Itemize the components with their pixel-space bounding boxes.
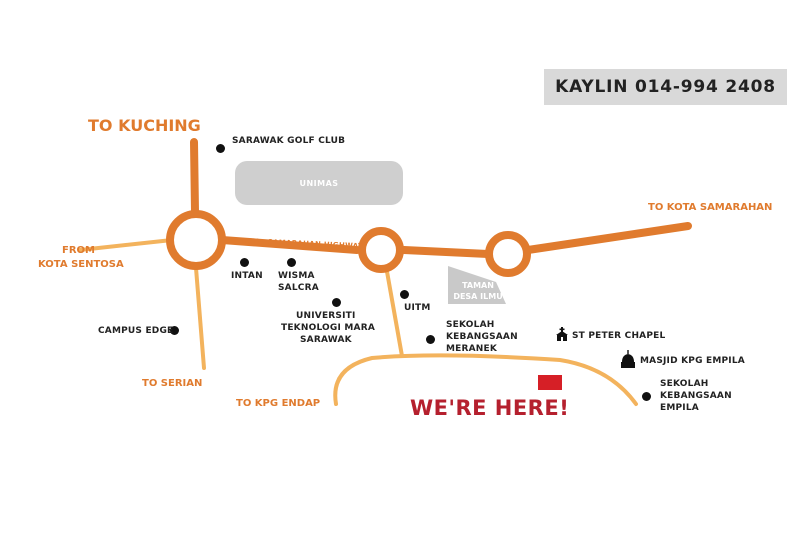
taman-desa-ilmu-area bbox=[448, 266, 506, 304]
taman-label-line1: TAMAN bbox=[462, 281, 494, 290]
wisma-salcra-label-1: WISMA bbox=[278, 271, 315, 281]
campus-edge-label: CAMPUS EDGE bbox=[98, 326, 174, 336]
road-to-kpg-endap bbox=[333, 353, 638, 406]
sk-meranek-label-1: SEKOLAH bbox=[446, 320, 495, 330]
road-from-kota-sentosa bbox=[78, 238, 174, 252]
from-kota-sentosa-label-1: FROM bbox=[62, 245, 95, 256]
sarawak-golf-club-label: SARAWAK GOLF CLUB bbox=[232, 136, 346, 146]
main-roads bbox=[190, 138, 692, 258]
universiti-label-2: TEKNOLOGI MARA bbox=[281, 323, 375, 333]
sk-empila-label-1: SEKOLAH bbox=[660, 379, 709, 389]
masjid-kpg-empila-label: MASJID KPG EMPILA bbox=[640, 356, 745, 366]
sk-empila-label-3: EMPILA bbox=[660, 403, 699, 413]
campus-edge-dot bbox=[170, 326, 179, 335]
highway-segment-2 bbox=[400, 246, 492, 258]
sk-empila-dot bbox=[642, 392, 651, 401]
sk-meranek-dot bbox=[426, 335, 435, 344]
taman-label-line2: DESA ILMU bbox=[453, 292, 503, 301]
sk-meranek-label-3: MERANEK bbox=[446, 344, 498, 354]
were-here-label: WE'RE HERE! bbox=[410, 396, 570, 420]
sarawak-golf-club-dot bbox=[216, 144, 225, 153]
roundabout-west bbox=[166, 210, 226, 270]
st-peter-chapel-label: ST PETER CHAPEL bbox=[572, 331, 666, 341]
minor-roads bbox=[78, 238, 638, 406]
universiti-label-3: SARAWAK bbox=[300, 335, 352, 345]
sk-meranek-label-2: KEBANGSAAN bbox=[446, 332, 518, 342]
unimas-label: UNIMAS bbox=[299, 178, 339, 188]
from-kota-sentosa-label-2: KOTA SENTOSA bbox=[38, 259, 124, 270]
mosque-icon bbox=[621, 350, 635, 368]
church-icon bbox=[556, 327, 568, 341]
to-serian-label: TO SERIAN bbox=[142, 378, 203, 389]
highway-segment-1 bbox=[218, 236, 361, 254]
to-kuching-label: TO KUCHING bbox=[88, 116, 201, 135]
intan-label: INTAN bbox=[231, 271, 263, 281]
contact-banner: KAYLIN 014-994 2408 bbox=[544, 69, 787, 105]
location-marker bbox=[538, 375, 562, 390]
taman-desa-ilmu-label: TAMAN DESA ILMU bbox=[452, 280, 504, 302]
to-kpg-endap-label: TO KPG ENDAP bbox=[236, 398, 321, 409]
contact-text: KAYLIN 014-994 2408 bbox=[555, 77, 776, 97]
uitm-dot bbox=[400, 290, 409, 299]
roundabout-east bbox=[485, 231, 531, 277]
unimas-area: UNIMAS bbox=[235, 161, 403, 205]
to-kota-samarahan-label: TO KOTA SAMARAHAN bbox=[648, 202, 773, 213]
uitm-label: UITM bbox=[404, 303, 431, 313]
sk-empila-label-2: KEBANGSAAN bbox=[660, 391, 732, 401]
roundabout-middle bbox=[358, 227, 404, 273]
wisma-salcra-label-2: SALCRA bbox=[278, 283, 319, 293]
roundabouts bbox=[166, 210, 531, 277]
intan-dot bbox=[240, 258, 249, 267]
universiti-teknologi-mara-dot bbox=[332, 298, 341, 307]
road-to-uitm-junction bbox=[384, 264, 404, 358]
road-to-kota-samarahan bbox=[524, 222, 692, 254]
road-to-kuching bbox=[190, 138, 199, 216]
wisma-salcra-dot bbox=[287, 258, 296, 267]
universiti-label-1: UNIVERSITI bbox=[296, 311, 356, 321]
road-to-serian bbox=[194, 266, 206, 370]
